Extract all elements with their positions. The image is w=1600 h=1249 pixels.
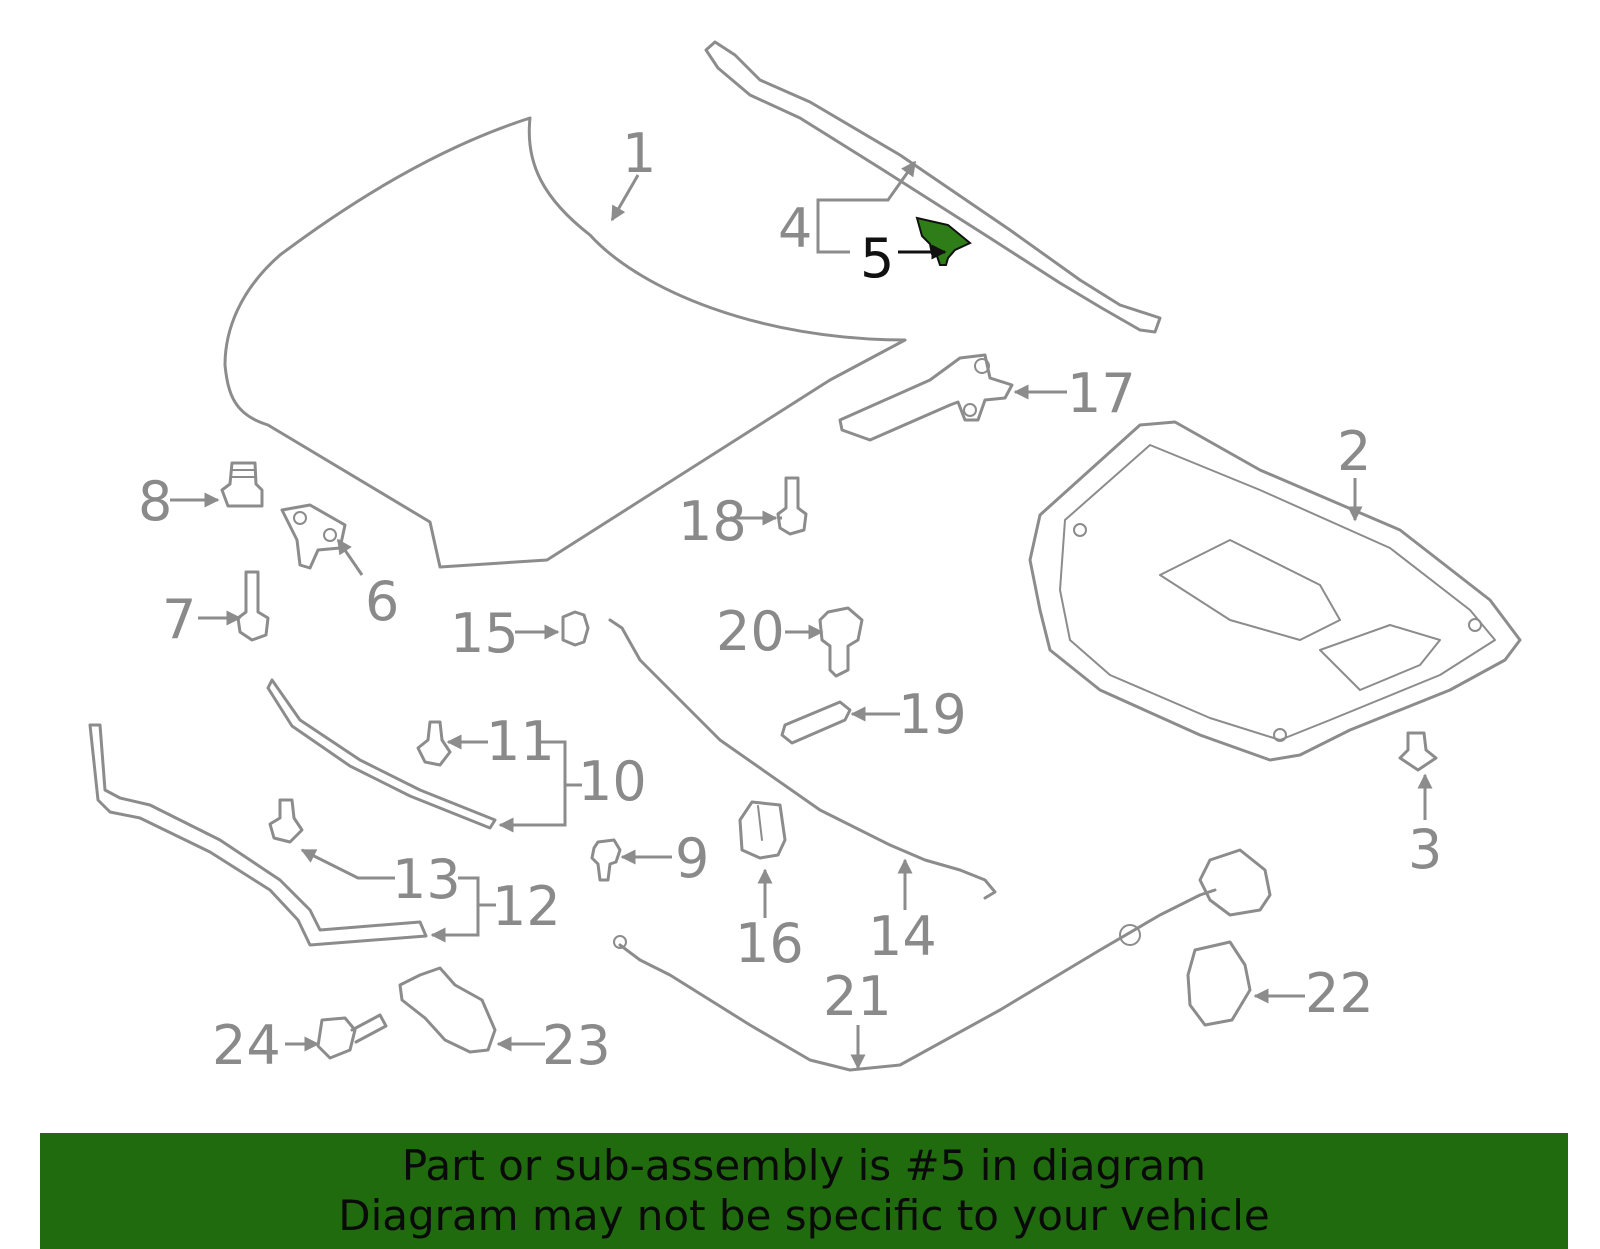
callout-10: 10 bbox=[578, 750, 647, 813]
part-24-bolt bbox=[316, 1013, 388, 1060]
part-15-grommet bbox=[561, 610, 590, 647]
callout-18: 18 bbox=[678, 490, 747, 553]
callout-labels: 1 2 3 4 5 6 7 8 9 10 11 12 13 14 15 16 1… bbox=[138, 122, 1442, 1077]
callout-1: 1 bbox=[622, 122, 656, 185]
part-23-lock bbox=[398, 966, 497, 1054]
part-6-bracket bbox=[280, 503, 347, 570]
part-18-bolt bbox=[776, 476, 808, 536]
callout-5: 5 bbox=[860, 227, 894, 290]
callout-17: 17 bbox=[1067, 362, 1136, 425]
banner-line-2: Diagram may not be specific to your vehi… bbox=[338, 1191, 1270, 1240]
callout-19: 19 bbox=[898, 683, 967, 746]
callout-22: 22 bbox=[1305, 962, 1374, 1025]
callout-21: 21 bbox=[823, 965, 892, 1028]
callout-20: 20 bbox=[716, 600, 785, 663]
part-2-insulator bbox=[1028, 420, 1522, 762]
part-13-clip bbox=[268, 798, 304, 844]
part-10-strip bbox=[266, 678, 497, 830]
part-14-rod bbox=[608, 618, 997, 900]
callout-7: 7 bbox=[162, 588, 196, 651]
part-19-plate bbox=[780, 700, 852, 745]
part-7-bolt bbox=[236, 570, 270, 642]
part-4-seal bbox=[704, 40, 1162, 334]
callout-12: 12 bbox=[492, 875, 561, 938]
callout-13: 13 bbox=[392, 848, 461, 911]
banner-line-1: Part or sub-assembly is #5 in diagram bbox=[401, 1141, 1207, 1190]
part-20-bolt bbox=[818, 606, 864, 678]
part-17-hinge bbox=[838, 353, 1014, 442]
part-16-clip bbox=[738, 800, 787, 860]
part-22-handle bbox=[1186, 940, 1252, 1027]
callout-9: 9 bbox=[675, 827, 709, 890]
part-21-cable bbox=[613, 888, 1217, 1072]
part-12-strip bbox=[88, 723, 428, 947]
part-latch bbox=[1198, 848, 1272, 917]
callout-16: 16 bbox=[735, 912, 804, 975]
callout-15: 15 bbox=[450, 602, 519, 665]
part-1-hood bbox=[223, 116, 907, 569]
callout-8: 8 bbox=[138, 470, 172, 533]
callout-14: 14 bbox=[868, 905, 937, 968]
callout-11: 11 bbox=[486, 710, 555, 773]
part-9-clip bbox=[590, 838, 622, 882]
callout-3: 3 bbox=[1408, 818, 1442, 881]
callout-4: 4 bbox=[778, 197, 812, 260]
part-8-bumper bbox=[220, 461, 264, 508]
info-banner: Part or sub-assembly is #5 in diagram Di… bbox=[40, 1133, 1568, 1249]
leader-lines bbox=[170, 160, 1433, 1070]
callout-24: 24 bbox=[212, 1014, 281, 1077]
callout-6: 6 bbox=[365, 570, 399, 633]
callout-23: 23 bbox=[542, 1014, 611, 1077]
callout-2: 2 bbox=[1337, 420, 1371, 483]
part-5-clip-highlighted bbox=[915, 216, 972, 266]
part-11-clip bbox=[416, 720, 452, 767]
part-3-clip bbox=[1398, 731, 1438, 772]
